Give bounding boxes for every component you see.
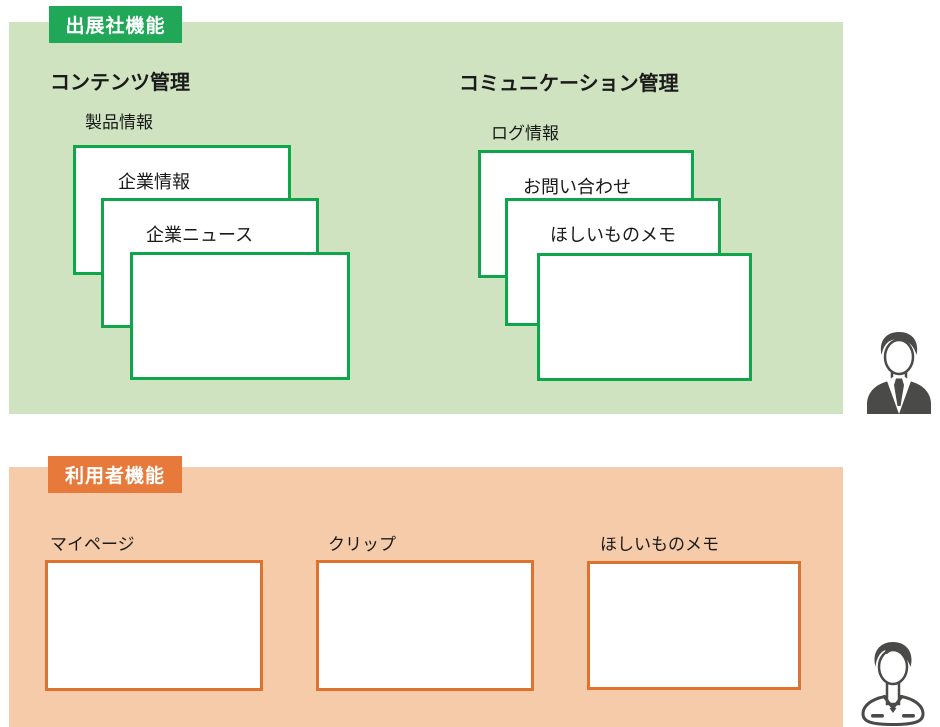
log-info-label: ログ情報 — [491, 124, 559, 143]
company-info-card-label: 企業情報 — [118, 172, 190, 192]
company-news-card-label: 企業ニュース — [146, 225, 254, 245]
clip-card — [316, 560, 534, 691]
communication-management-heading: コミュニケーション管理 — [459, 73, 679, 95]
user-wishlist-memo-card — [587, 561, 801, 690]
exhibitor-badge: 出展社機能 — [49, 6, 182, 43]
casual-person-icon — [857, 634, 929, 726]
content-management-heading: コンテンツ管理 — [50, 72, 190, 94]
businessman-icon — [862, 330, 936, 414]
product-info-label: 製品情報 — [85, 113, 153, 132]
inquiry-card-label: お問い合わせ — [523, 177, 631, 197]
mypage-card — [45, 560, 263, 691]
wishlist-memo-card-label: ほしいものメモ — [550, 225, 676, 245]
user-wishlist-memo-label: ほしいものメモ — [600, 535, 719, 554]
content-empty-card — [130, 252, 350, 380]
mypage-label: マイページ — [50, 535, 135, 554]
communication-empty-card — [537, 253, 752, 381]
user-badge: 利用者機能 — [48, 456, 182, 493]
clip-label: クリップ — [328, 535, 396, 554]
